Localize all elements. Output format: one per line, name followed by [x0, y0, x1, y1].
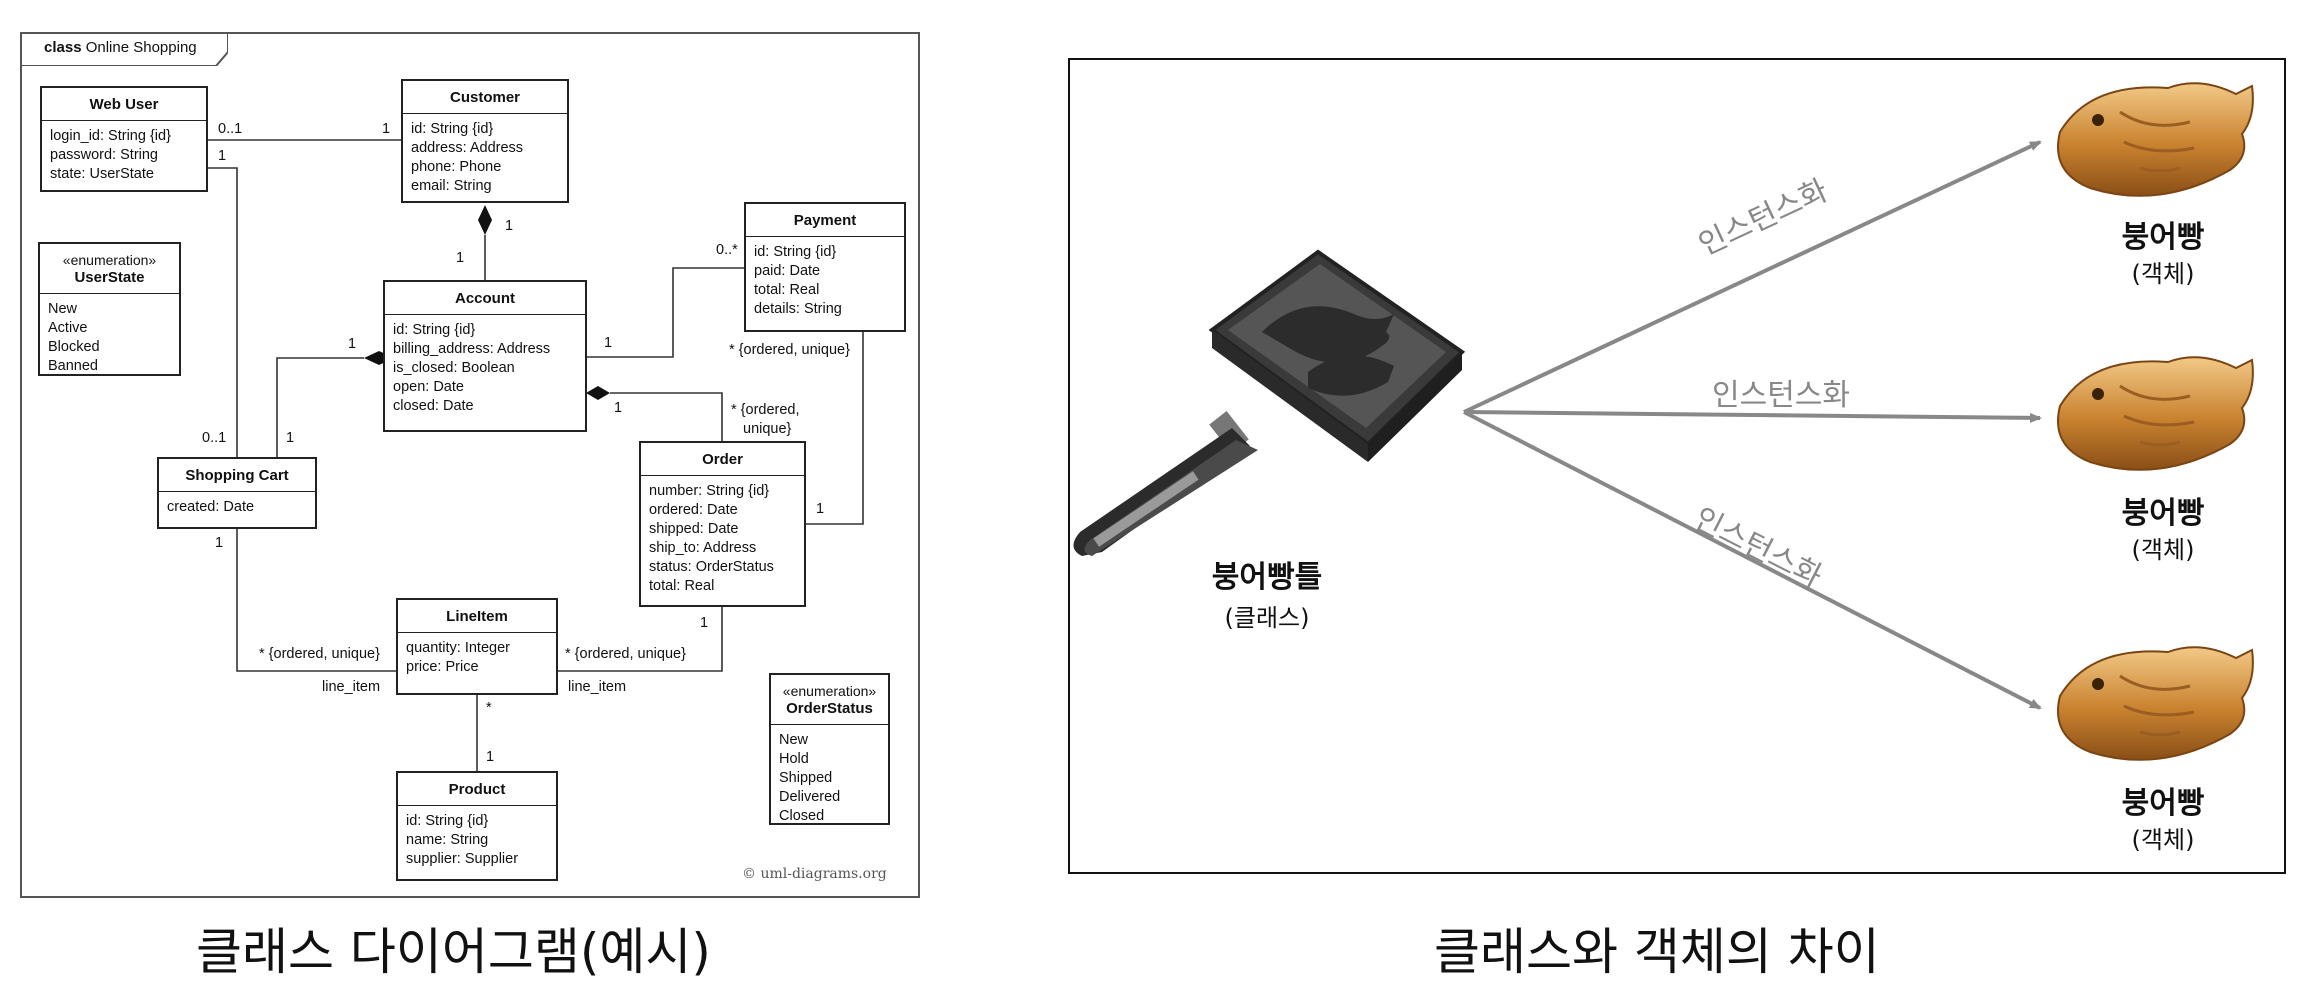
class-product: Product id: String {id} name: String sup… — [396, 771, 558, 881]
multiplicity-label: * {ordered, unique} — [565, 646, 686, 662]
multiplicity-label: 1 — [456, 250, 465, 266]
class-name: «enumeration»OrderStatus — [771, 675, 888, 725]
instantiation-label: 인스턴스화 — [1712, 378, 1850, 413]
mold-name: 붕어빵틀 — [1211, 560, 1323, 595]
class-name: Account — [385, 282, 585, 315]
multiplicity-label: 0..* — [716, 242, 738, 258]
class-name: «enumeration»UserState — [40, 244, 179, 294]
object-sub: (객체) — [2131, 826, 2195, 854]
class-name: Product — [398, 773, 556, 806]
object-name: 붕어빵 — [2121, 786, 2205, 821]
multiplicity-label: 1 — [816, 501, 825, 517]
class-attributes: quantity: Integer price: Price — [406, 640, 510, 675]
class-attributes: New Hold Shipped Delivered Closed — [779, 732, 841, 824]
class-name: Shopping Cart — [159, 459, 315, 492]
class-order: Order number: String {id} ordered: Date … — [639, 441, 806, 607]
multiplicity-label: 1 — [604, 335, 613, 351]
mold-sub: (클래스) — [1224, 604, 1310, 632]
role-label: line_item — [322, 679, 381, 695]
multiplicity-label: 1 — [215, 535, 224, 551]
composition-diamond — [478, 205, 492, 235]
multiplicity-label: 0..1 — [202, 430, 227, 446]
multiplicity-label: 1 — [505, 218, 514, 234]
role-label: line_item — [568, 679, 627, 695]
multiplicity-label: * {ordered, — [731, 402, 800, 418]
class-web-user: Web User login_id: String {id} password:… — [40, 86, 208, 192]
diagram-frame — [20, 32, 920, 898]
class-line-item: LineItem quantity: Integer price: Price — [396, 598, 558, 695]
class-name: Web User — [42, 88, 206, 121]
multiplicity-label: * {ordered, unique} — [259, 646, 380, 662]
class-attributes: id: String {id} paid: Date total: Real d… — [754, 244, 842, 317]
object-sub: (객체) — [2131, 536, 2195, 564]
multiplicity-label: * {ordered, unique} — [729, 342, 850, 358]
class-payment: Payment id: String {id} paid: Date total… — [744, 202, 906, 332]
object-name: 붕어빵 — [2121, 496, 2205, 531]
multiplicity-label: 1 — [486, 749, 495, 765]
composition-diamond — [586, 386, 610, 400]
object-name: 붕어빵 — [2121, 220, 2205, 255]
class-attributes: New Active Blocked Banned — [48, 301, 100, 374]
class-user-state: «enumeration»UserState New Active Blocke… — [38, 242, 181, 376]
class-attributes: id: String {id} billing_address: Address… — [393, 322, 551, 414]
class-customer: Customer id: String {id} address: Addres… — [401, 79, 569, 203]
multiplicity-label: 1 — [382, 121, 391, 137]
class-attributes: number: String {id} ordered: Date shippe… — [649, 483, 774, 594]
class-account: Account id: String {id} billing_address:… — [383, 280, 587, 432]
class-name: Payment — [746, 204, 904, 237]
left-caption: 클래스 다이어그램(예시) — [196, 923, 711, 981]
class-attributes: id: String {id} name: String supplier: S… — [406, 813, 519, 867]
object-sub: (객체) — [2131, 260, 2195, 288]
class-object-frame — [1068, 58, 2286, 874]
multiplicity-label: * — [486, 700, 492, 716]
multiplicity-label: 1 — [218, 148, 227, 164]
right-caption: 클래스와 객체의 차이 — [1434, 923, 1880, 981]
multiplicity-label: 1 — [286, 430, 295, 446]
multiplicity-label: 1 — [614, 400, 623, 416]
multiplicity-label: 1 — [348, 336, 357, 352]
class-name: LineItem — [398, 600, 556, 633]
watermark: © uml-diagrams.org — [742, 866, 887, 882]
class-attributes: id: String {id} address: Address phone: … — [411, 121, 524, 194]
class-attributes: created: Date — [167, 499, 255, 515]
class-attributes: login_id: String {id} password: String s… — [50, 128, 171, 182]
multiplicity-label: unique} — [743, 421, 792, 437]
class-name: Order — [641, 443, 804, 476]
multiplicity-label: 0..1 — [218, 121, 243, 137]
class-name: Customer — [403, 81, 567, 114]
frame-title: class Online Shopping — [44, 39, 197, 56]
multiplicity-label: 1 — [700, 615, 709, 631]
frame-tab — [20, 32, 228, 66]
class-shopping-cart: Shopping Cart created: Date — [157, 457, 317, 529]
class-order-status: «enumeration»OrderStatus New Hold Shippe… — [769, 673, 890, 825]
